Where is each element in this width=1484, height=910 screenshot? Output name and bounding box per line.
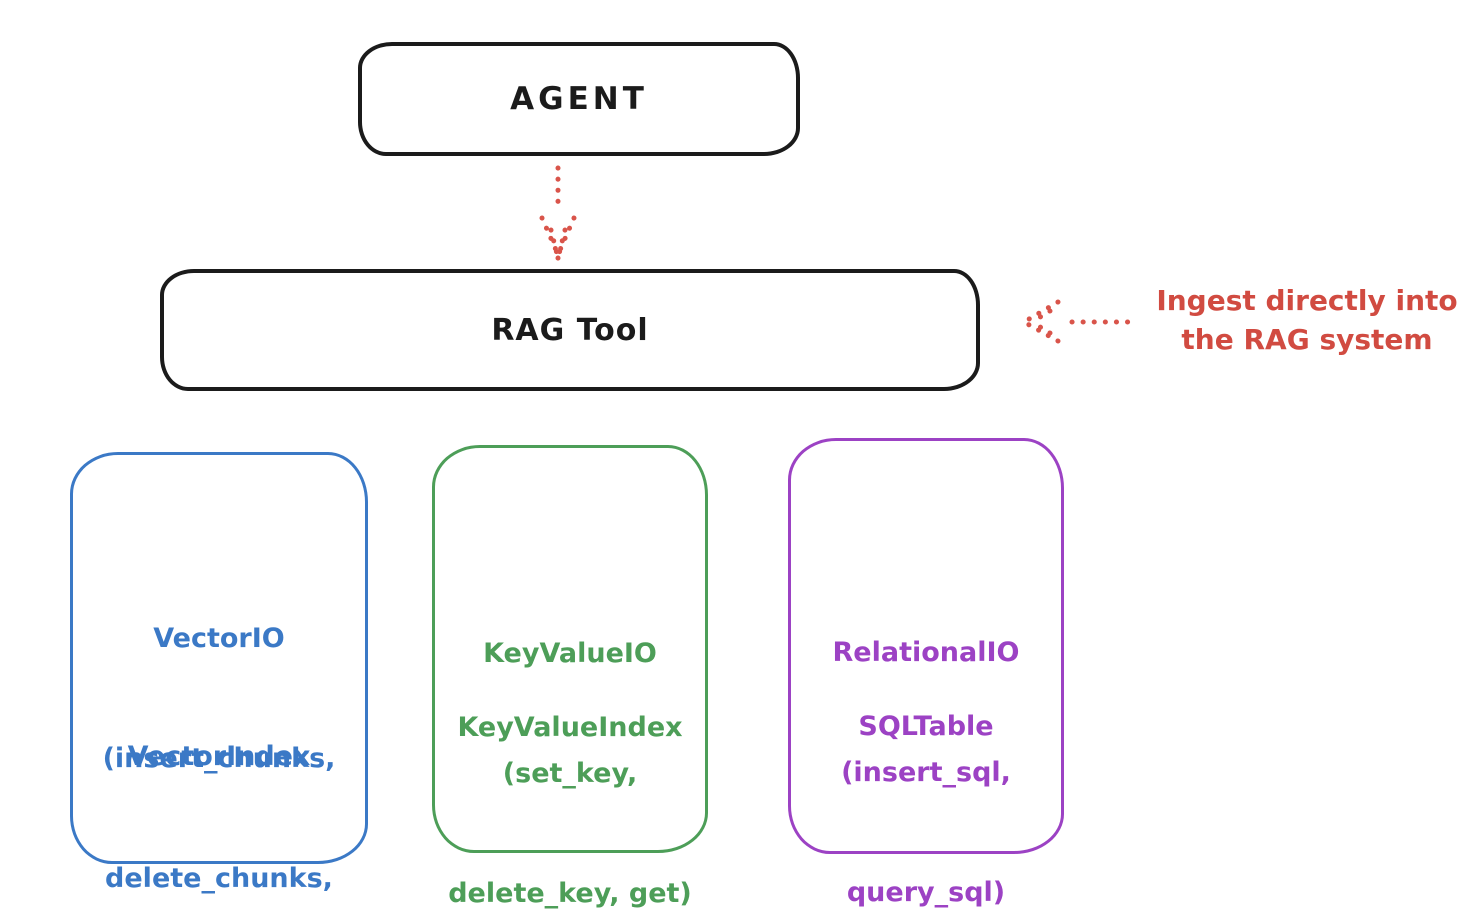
relational-io-line: (insert_sql, — [841, 757, 1011, 788]
ingest-arrow — [1021, 299, 1133, 344]
ingest-annotation-line1: Ingest directly into — [1156, 284, 1458, 317]
relational-io-line: RelationalIO — [832, 637, 1020, 668]
keyvalue-index-label: KeyValueIndex — [457, 712, 683, 743]
keyvalue-io-line: KeyValueIO — [483, 638, 657, 669]
vector-io-card: VectorIO (insert_chunks, delete_chunks, … — [70, 452, 368, 894]
relational-io-card: RelationalIO (insert_sql, query_sql) SQL… — [788, 438, 1064, 908]
keyvalue-io-line: delete_key, get) — [448, 878, 692, 909]
agent-node: AGENT — [358, 42, 800, 156]
vector-io-api-text: VectorIO (insert_chunks, delete_chunks, … — [73, 539, 365, 910]
vector-io-line: delete_chunks, — [105, 863, 333, 894]
relational-io-line: query_sql) — [846, 877, 1006, 908]
agent-to-rag-arrow — [539, 165, 577, 261]
keyvalue-io-api-text: KeyValueIO (set_key, delete_key, get) — [435, 554, 705, 910]
relational-io-api-text: RelationalIO (insert_sql, query_sql) — [791, 553, 1061, 910]
ingest-annotation-line2: the RAG system — [1181, 323, 1433, 356]
sql-table-label: SQLTable — [858, 711, 994, 742]
keyvalue-io-card: KeyValueIO (set_key, delete_key, get) Ke… — [432, 445, 708, 909]
ingest-annotation: Ingest directly into the RAG system — [1135, 281, 1479, 359]
vector-io-line: (insert_chunks, — [102, 743, 336, 774]
vector-io-line: VectorIO — [153, 623, 285, 654]
keyvalue-io-line: (set_key, — [502, 758, 638, 789]
rag-tool-node-label: RAG Tool — [491, 312, 649, 348]
agent-node-label: AGENT — [510, 81, 648, 117]
rag-tool-node: RAG Tool — [160, 269, 980, 391]
vector-index-label: VectorIndex — [127, 741, 311, 772]
